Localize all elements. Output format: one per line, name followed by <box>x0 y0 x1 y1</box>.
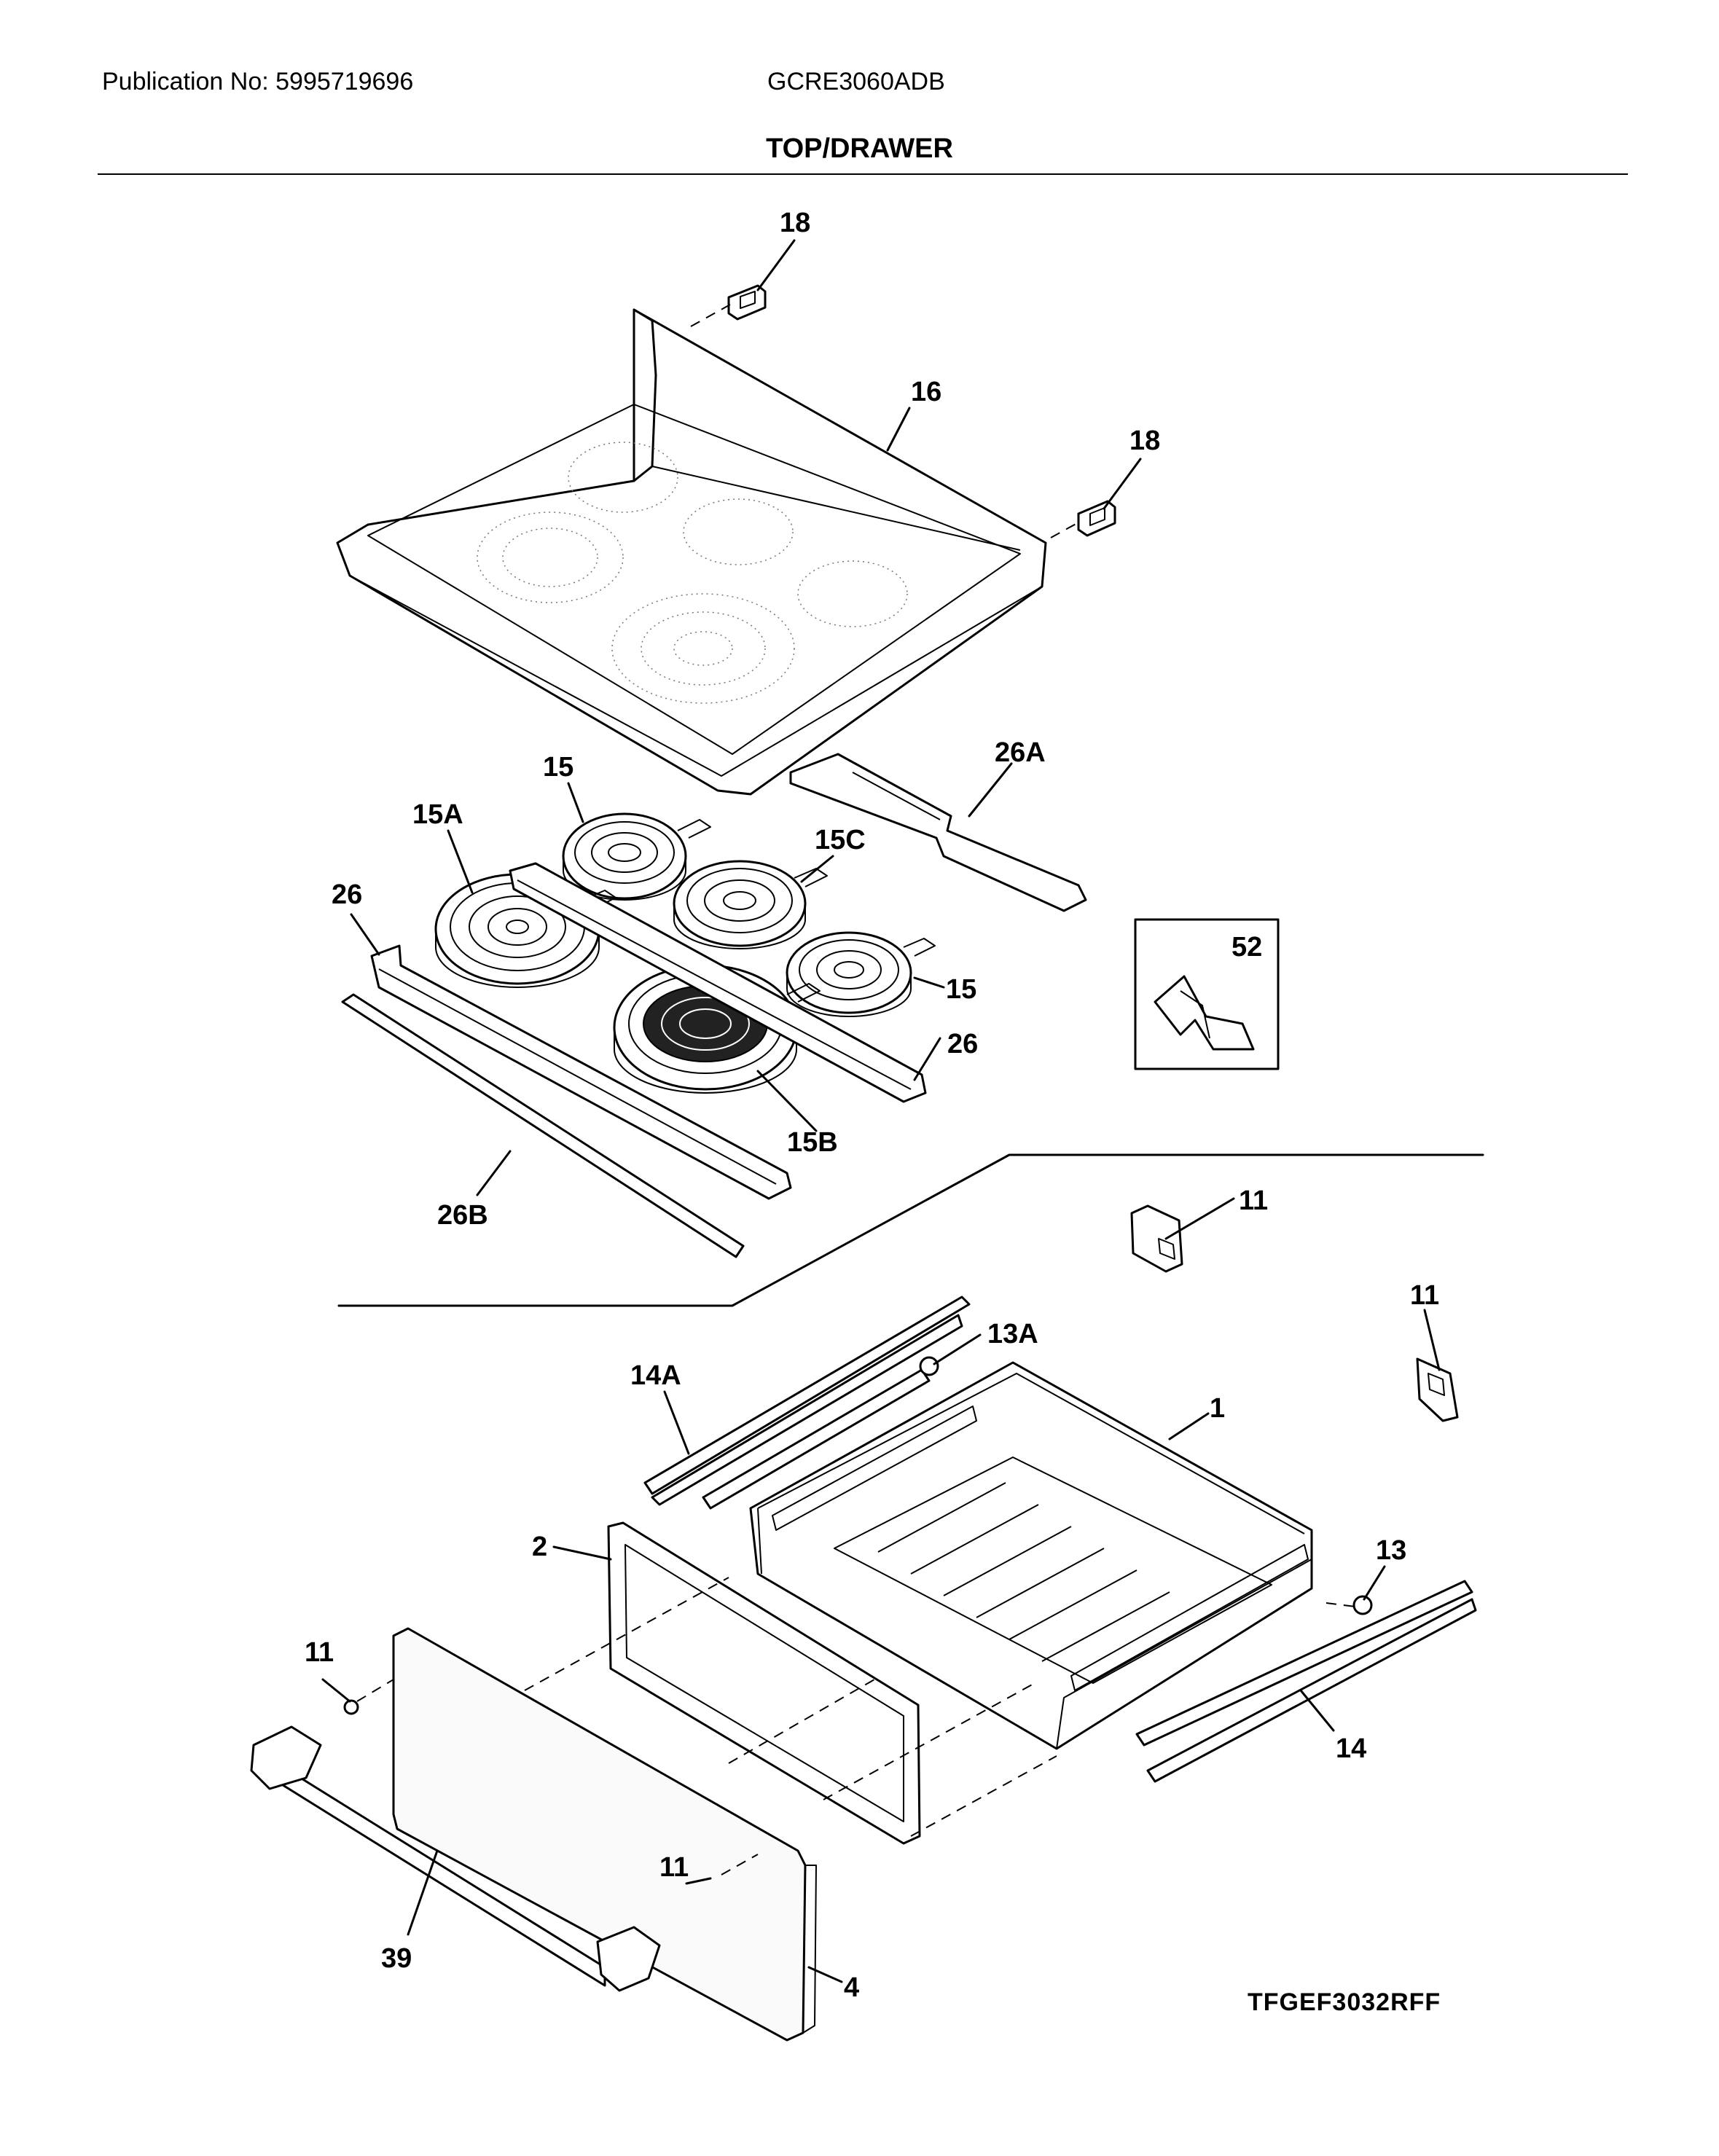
callout-11-left: 11 <box>305 1637 334 1668</box>
callout-15C: 15C <box>815 825 866 855</box>
callout-15B: 15B <box>787 1127 838 1158</box>
callout-26-right: 26 <box>947 1029 978 1059</box>
diagram-code: TFGEF3032RFF <box>1248 1988 1441 2016</box>
callout-26B: 26B <box>437 1200 488 1231</box>
surface-element-center <box>673 860 828 949</box>
drawer-slide-left <box>643 1295 971 1506</box>
callout-26A: 26A <box>995 737 1046 768</box>
callout-14A: 14A <box>630 1360 681 1391</box>
drawer-inner-panel <box>607 1521 921 1845</box>
callout-18-top: 18 <box>780 208 810 238</box>
section-divider <box>337 1153 1484 1307</box>
element-support-bracket-rear <box>509 862 927 1103</box>
callout-39: 39 <box>381 1943 412 1974</box>
element-mounting-bracket <box>789 753 1087 912</box>
surface-element-right <box>786 931 936 1017</box>
callout-1: 1 <box>1210 1393 1225 1424</box>
callout-16: 16 <box>911 377 941 407</box>
callout-15-rear: 15 <box>543 752 573 783</box>
drawer-slide-right <box>1135 1580 1477 1783</box>
drawer-body <box>749 1361 1313 1750</box>
callout-4: 4 <box>844 1972 859 2003</box>
drawer-slide-left-inner <box>702 1356 939 1510</box>
callout-13A: 13A <box>987 1319 1038 1349</box>
callout-14: 14 <box>1336 1733 1366 1764</box>
drawer-clip-upper <box>1130 1204 1183 1273</box>
drawer-front-panel <box>392 1627 817 2042</box>
cooktop-glass-top <box>336 308 1047 796</box>
model-number: GCRE3060ADB <box>767 68 945 95</box>
callout-26-left: 26 <box>332 879 362 910</box>
top-hinge-bracket-right <box>1077 500 1116 537</box>
callout-52: 52 <box>1232 932 1262 963</box>
callout-2: 2 <box>532 1532 547 1562</box>
callout-18-right: 18 <box>1129 426 1160 456</box>
element-support-bracket-front <box>370 944 792 1200</box>
callout-11-upper: 11 <box>1239 1185 1268 1216</box>
top-hinge-bracket-left <box>727 284 767 321</box>
callout-leaders <box>321 239 1441 1983</box>
callout-15A: 15A <box>412 799 463 830</box>
inset-box-52 <box>1134 918 1280 1070</box>
section-title: TOP/DRAWER <box>766 133 953 164</box>
callout-15-right: 15 <box>946 974 976 1005</box>
drawer-clip-right <box>1416 1357 1459 1422</box>
drawer-handle <box>250 1725 661 1992</box>
drawer-pin-left <box>343 1699 359 1715</box>
callout-13: 13 <box>1376 1535 1406 1566</box>
callout-11-lower: 11 <box>659 1852 689 1883</box>
publication-number: Publication No: 5995719696 <box>102 68 414 95</box>
surface-element-rear-left <box>562 812 711 901</box>
callout-11-right: 11 <box>1410 1280 1439 1311</box>
element-trim-strip <box>341 993 745 1258</box>
header-divider <box>98 173 1628 175</box>
